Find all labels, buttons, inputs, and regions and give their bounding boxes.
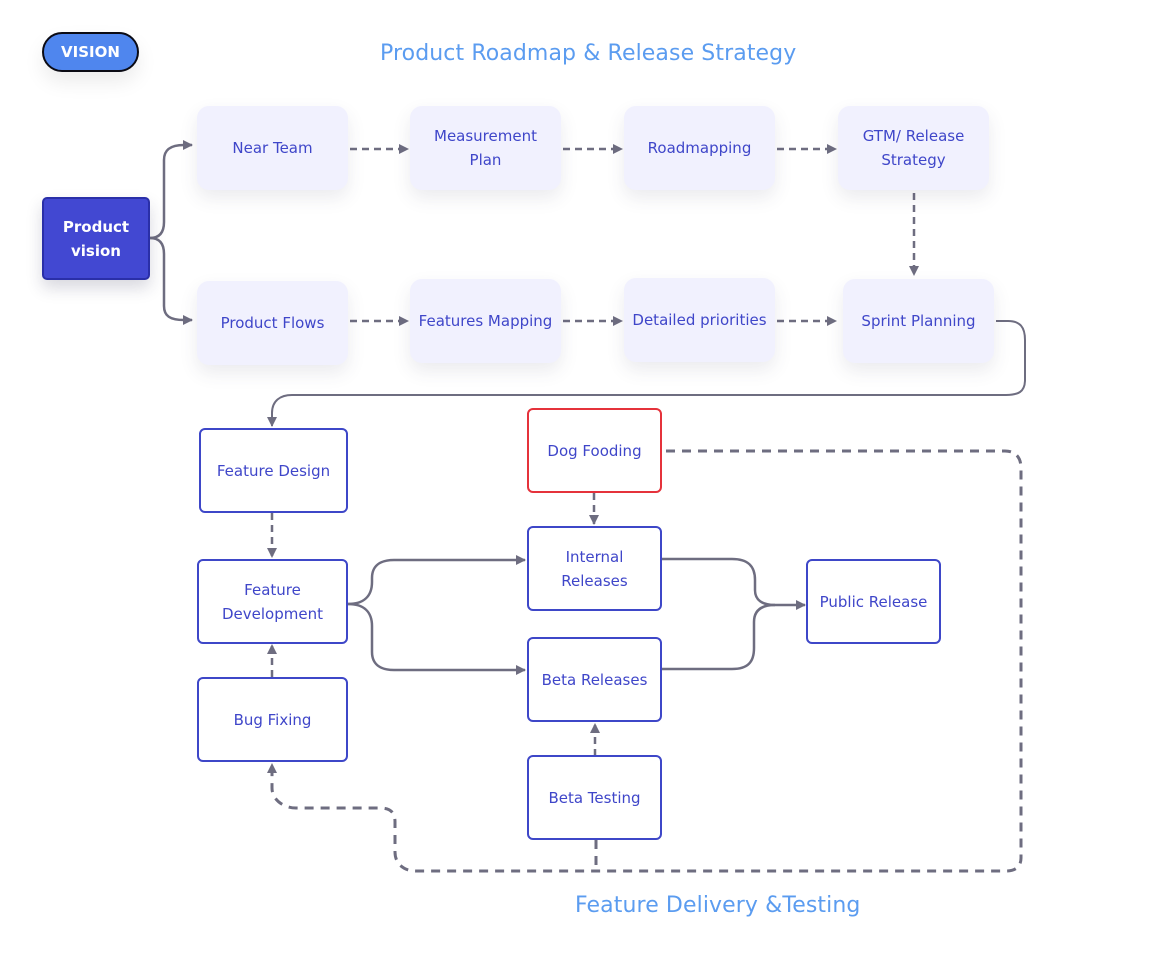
edge-internal-to-public	[662, 557, 806, 610]
node-dog-fooding[interactable]: Dog Fooding	[527, 408, 662, 493]
roadmap-section-title: Product Roadmap & Release Strategy	[380, 41, 797, 66]
edge-vision-to-near-team	[149, 140, 193, 240]
node-bug-fixing[interactable]: Bug Fixing	[197, 677, 348, 762]
node-gtm-release-strategy[interactable]: GTM/ Release Strategy	[838, 106, 989, 190]
node-product-flows[interactable]: Product Flows	[197, 281, 348, 365]
edge-sprint-to-feature-design	[267, 320, 1026, 427]
edge-dogfooding-feedback-loop	[267, 449, 1023, 873]
node-beta-releases[interactable]: Beta Releases	[527, 637, 662, 722]
node-internal-releases[interactable]: Internal Releases	[527, 526, 662, 611]
edge-development-to-beta	[347, 602, 526, 675]
node-feature-design[interactable]: Feature Design	[199, 428, 348, 513]
node-beta-testing[interactable]: Beta Testing	[527, 755, 662, 840]
node-detailed-priorities[interactable]: Detailed priorities	[624, 278, 775, 362]
node-feature-development[interactable]: Feature Development	[197, 559, 348, 644]
node-product-vision[interactable]: Product vision	[42, 197, 150, 280]
node-features-mapping[interactable]: Features Mapping	[410, 279, 561, 363]
node-sprint-planning[interactable]: Sprint Planning	[843, 279, 994, 363]
node-measurement-plan[interactable]: Measurement Plan	[410, 106, 561, 190]
node-roadmapping[interactable]: Roadmapping	[624, 106, 775, 190]
edge-development-to-internal	[347, 555, 526, 606]
edge-beta-to-public	[662, 603, 776, 671]
vision-badge: VISION	[42, 32, 139, 72]
node-near-team[interactable]: Near Team	[197, 106, 348, 190]
edge-vision-to-product-flows	[149, 236, 193, 325]
delivery-section-title: Feature Delivery &Testing	[575, 893, 861, 918]
node-public-release[interactable]: Public Release	[806, 559, 941, 644]
